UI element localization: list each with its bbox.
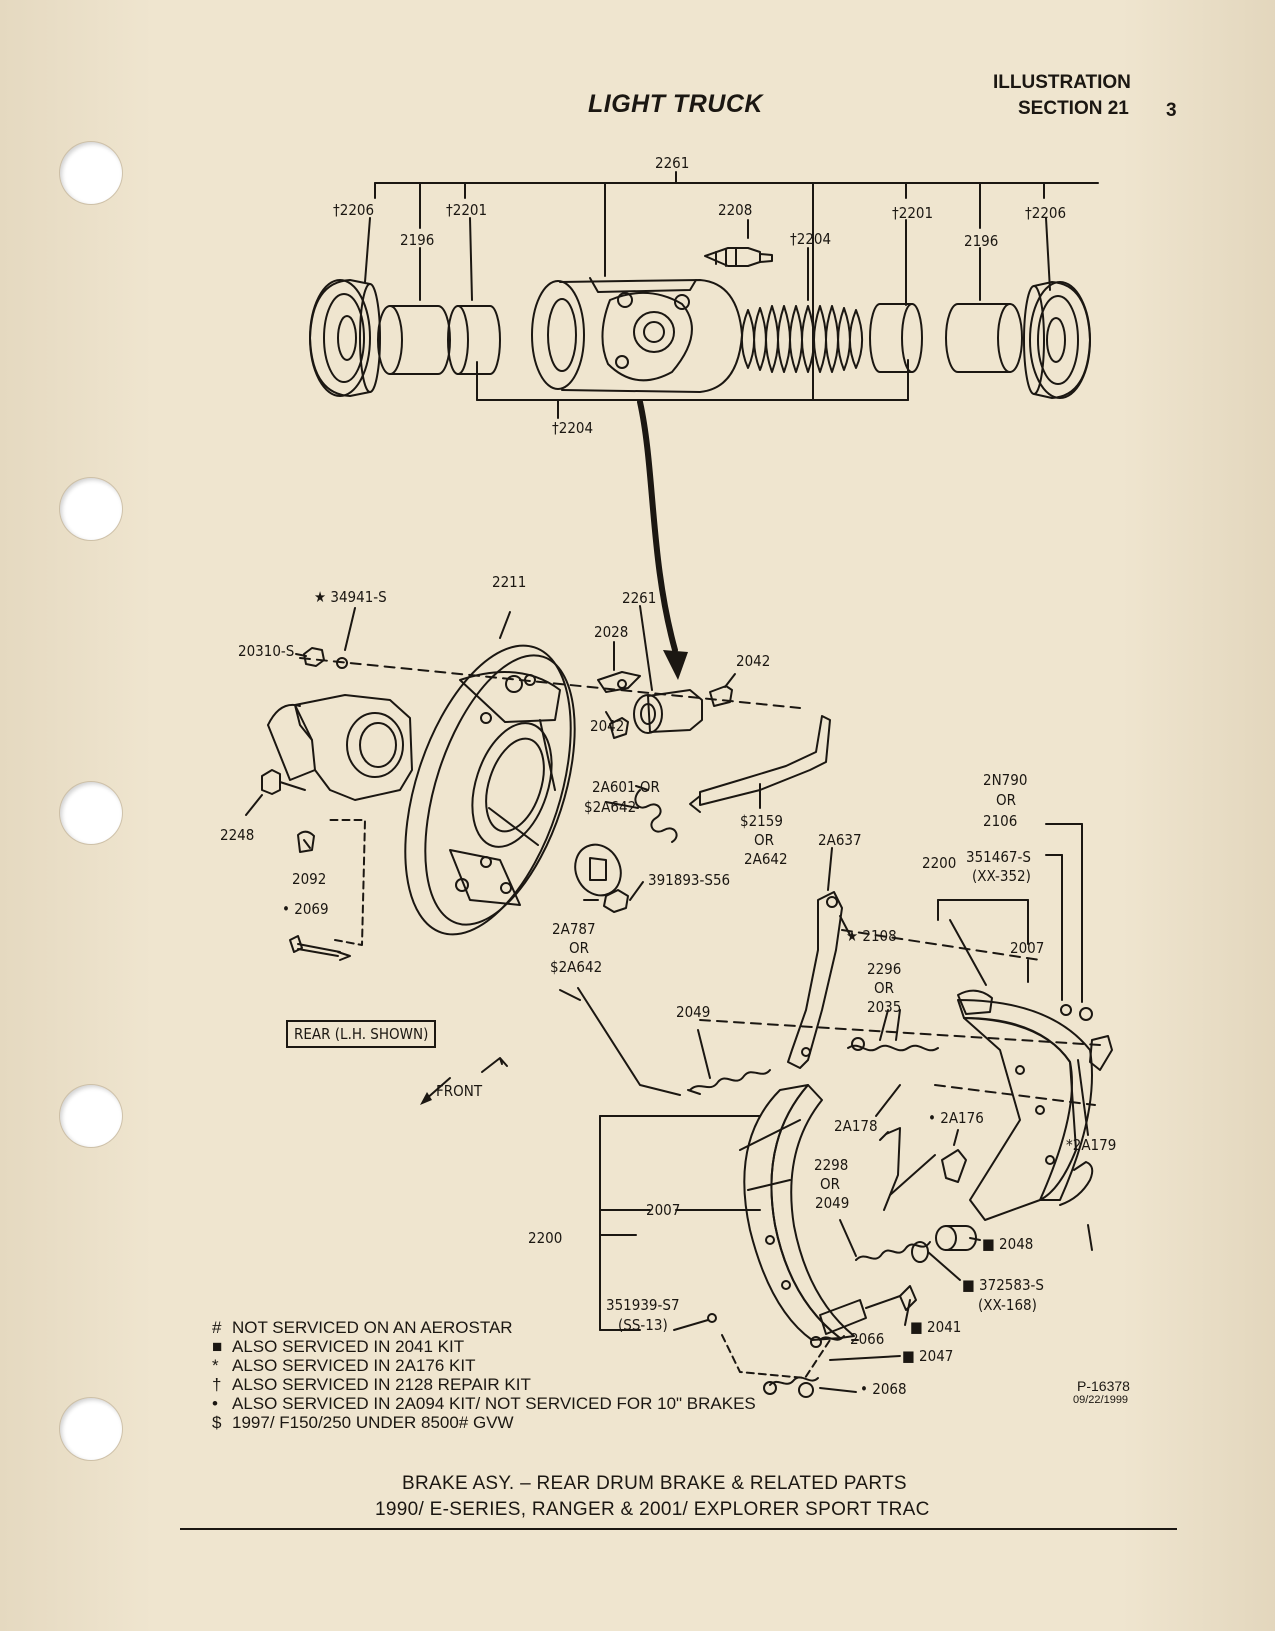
callout: OR [820, 1175, 840, 1193]
legend-item: †ALSO SERVICED IN 2128 REPAIR KIT [212, 1375, 531, 1394]
callout: 391893-S56 [648, 871, 730, 889]
callout: OR [996, 791, 1016, 809]
callout: 2N790 [983, 771, 1027, 789]
callout: 2028 [594, 623, 628, 641]
callout: • 2069 [282, 900, 329, 918]
backing-plate-assembly [245, 605, 831, 1105]
callout: ★ 34941-S [314, 588, 387, 606]
callout: $2A642 [584, 798, 636, 816]
punch-hole [60, 782, 122, 844]
callout: †2201 [446, 201, 487, 219]
callout: 2211 [492, 573, 526, 591]
legend-item: #NOT SERVICED ON AN AEROSTAR [212, 1318, 513, 1337]
callout: 2066 [850, 1330, 884, 1348]
callout: 2A178 [834, 1117, 878, 1135]
punch-hole [60, 1398, 122, 1460]
callout: 351939-S7 [606, 1296, 680, 1314]
section-number: SECTION 21 [1018, 98, 1129, 119]
callout: †2206 [1025, 204, 1066, 222]
callout: 2261 [622, 589, 656, 607]
callout: 2248 [220, 826, 254, 844]
figure-date: 09/22/1999 [1073, 1394, 1129, 1406]
legend-item: *ALSO SERVICED IN 2A176 KIT [212, 1356, 476, 1375]
callout: 2A637 [818, 831, 862, 849]
callout: ■ 372583-S [962, 1276, 1044, 1294]
callout: 2200 [528, 1229, 562, 1247]
callout: 2007 [1010, 939, 1044, 957]
legend-item: •ALSO SERVICED IN 2A094 KIT/ NOT SERVICE… [212, 1394, 756, 1413]
callout: $2159 [740, 812, 783, 830]
caption-line-2: 1990/ E-SERIES, RANGER & 2001/ EXPLORER … [375, 1499, 930, 1520]
callout: 2A601 OR [592, 778, 660, 796]
caption-rule [180, 1528, 1177, 1530]
callout: ■ 2048 [982, 1235, 1033, 1253]
callout: OR [754, 831, 774, 849]
callout: 2042 [736, 652, 770, 670]
callout: †2201 [892, 204, 933, 222]
callout: ■ 2047 [902, 1347, 953, 1365]
section-label: ILLUSTRATION [993, 72, 1131, 93]
callout: OR [874, 979, 894, 997]
legend: #NOT SERVICED ON AN AEROSTAR ■ALSO SERVI… [212, 1318, 812, 1432]
brake-shoe-assembly [599, 823, 1113, 1398]
callout: *2A179 [1066, 1136, 1116, 1154]
callout: ■ 2041 [910, 1318, 961, 1336]
callout: ★ 2108 [846, 927, 897, 945]
callout: 2106 [983, 812, 1017, 830]
callout: 2049 [815, 1194, 849, 1212]
callout: †2204 [790, 230, 831, 248]
callout: OR [569, 939, 589, 957]
callout: 2049 [676, 1003, 710, 1021]
callout-labels: 2261 †2206 2196 †2201 2208 †2204 †2201 2… [220, 154, 1116, 1398]
callout: 2196 [964, 232, 998, 250]
callout: (XX-352) [972, 867, 1031, 885]
callout: 2A642 [744, 850, 788, 868]
callout: 2200 [922, 854, 956, 872]
punch-hole [60, 478, 122, 540]
callout: FRONT [436, 1082, 483, 1100]
callout: 2042 [590, 717, 624, 735]
callout: †2206 [333, 201, 374, 219]
callout: 2208 [718, 201, 752, 219]
callout: • 2068 [860, 1380, 907, 1398]
rear-view-label: REAR (L.H. SHOWN) [286, 1020, 437, 1048]
callout: 2298 [814, 1156, 848, 1174]
callout: 2007 [646, 1201, 680, 1219]
punch-hole [60, 142, 122, 204]
callout: 2261 [655, 154, 689, 172]
callout: • 2A176 [928, 1109, 984, 1127]
legend-item: ■ALSO SERVICED IN 2041 KIT [212, 1337, 465, 1356]
callout: 351467-S [966, 848, 1031, 866]
page-title: LIGHT TRUCK [588, 90, 763, 118]
callout: (XX-168) [978, 1296, 1037, 1314]
caption-line-1: BRAKE ASY. – REAR DRUM BRAKE & RELATED P… [402, 1473, 907, 1494]
callout: 2296 [867, 960, 901, 978]
figure-reference: P-16378 [1077, 1378, 1130, 1394]
callout: 2A787 [552, 920, 596, 938]
legend-item: $1997/ F150/250 UNDER 8500# GVW [212, 1413, 514, 1432]
page-number: 3 [1166, 100, 1177, 121]
callout: 20310-S [238, 642, 294, 660]
callout: 2035 [867, 998, 901, 1016]
wheel-cylinder-exploded [309, 171, 1099, 680]
callout: 2092 [292, 870, 326, 888]
callout: 2196 [400, 231, 434, 249]
punch-hole [60, 1085, 122, 1147]
callout: †2204 [552, 419, 593, 437]
callout: $2A642 [550, 958, 602, 976]
callout: (SS-13) [618, 1316, 668, 1334]
